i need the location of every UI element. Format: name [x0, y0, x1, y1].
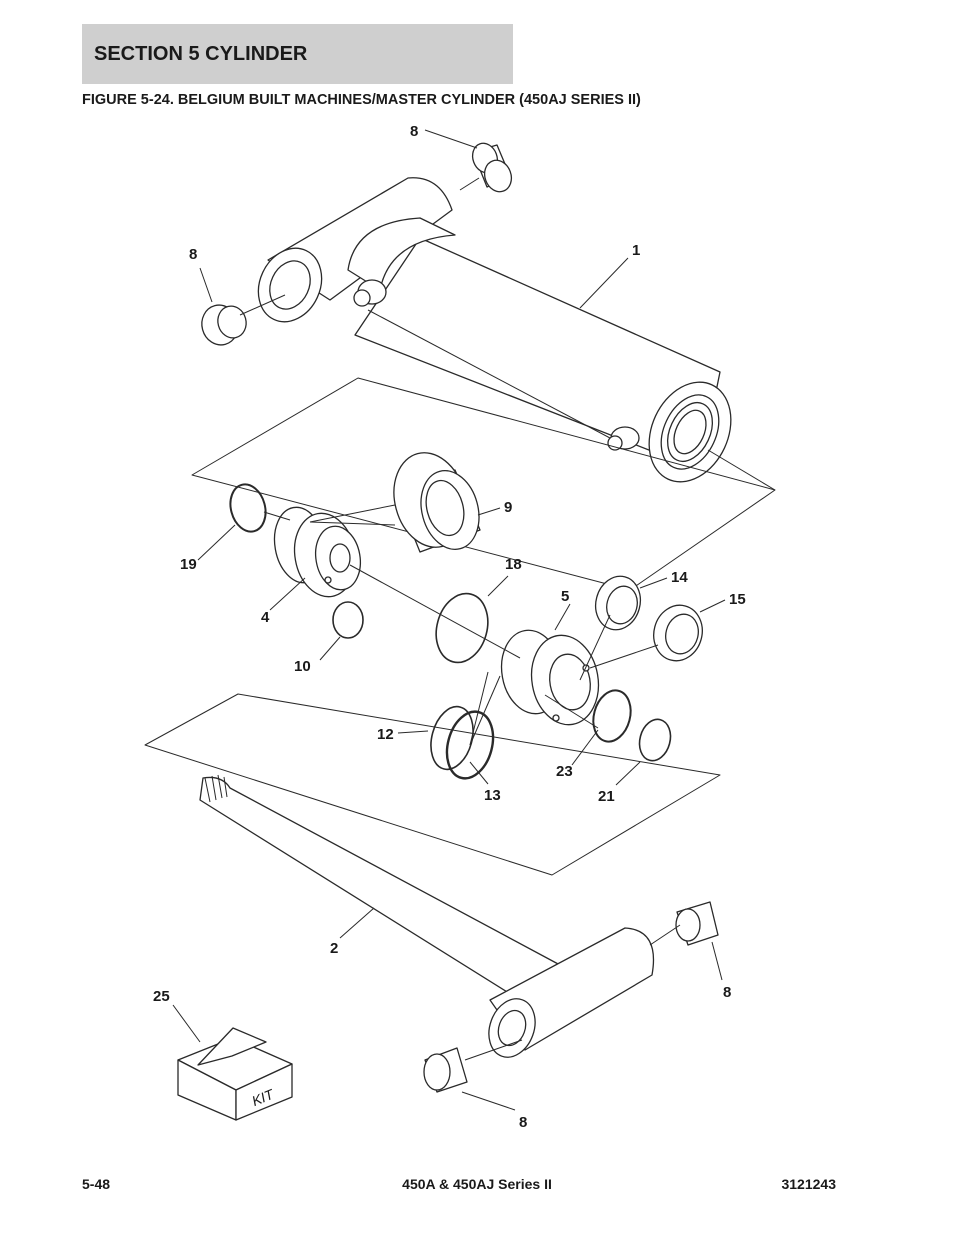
footer-model: 450A & 450AJ Series II — [402, 1176, 552, 1192]
reference-plane-lower — [144, 693, 721, 876]
retaining-ring-19 — [229, 483, 267, 533]
rod-seal-15 — [653, 604, 703, 662]
callout-8-bottom: 8 — [519, 1114, 527, 1131]
callout-4: 4 — [261, 609, 270, 626]
section-header: SECTION 5 CYLINDER — [82, 24, 513, 84]
o-ring-21 — [638, 718, 672, 762]
callout-8-left: 8 — [189, 246, 197, 263]
wiper-seal-14 — [594, 575, 642, 631]
piston — [393, 452, 481, 553]
seal-kit-box — [177, 1027, 293, 1121]
callout-10: 10 — [294, 658, 311, 675]
backup-ring-13 — [445, 710, 495, 780]
bushing-right — [675, 901, 719, 946]
callout-2: 2 — [330, 940, 338, 957]
leader-lines — [172, 129, 776, 1111]
callout-14: 14 — [671, 569, 688, 586]
figure-title: FIGURE 5-24. BELGIUM BUILT MACHINES/MAST… — [82, 92, 641, 108]
cylinder-head-5 — [500, 629, 600, 726]
callout-18: 18 — [505, 556, 522, 573]
callout-5: 5 — [561, 588, 569, 605]
callout-8-right: 8 — [723, 984, 731, 1001]
callout-25: 25 — [153, 988, 170, 1005]
callout-8-top: 8 — [410, 123, 418, 140]
callout-1: 1 — [632, 242, 640, 259]
callout-13: 13 — [484, 787, 501, 804]
footer-document-number: 3121243 — [781, 1176, 836, 1192]
callout-23: 23 — [556, 763, 573, 780]
cylinder-rod — [199, 774, 655, 1058]
callout-9: 9 — [504, 499, 512, 516]
bushing-left — [201, 304, 247, 346]
cylinder-barrel — [257, 177, 732, 483]
o-ring-18 — [435, 592, 489, 664]
bushing-top — [471, 142, 513, 193]
cylinder-head-4 — [273, 506, 362, 598]
footer-page-number: 5-48 — [82, 1176, 111, 1192]
section-title: SECTION 5 CYLINDER — [94, 42, 308, 65]
bushing-bottom — [423, 1047, 468, 1093]
o-ring-23 — [592, 689, 632, 743]
callout-19: 19 — [180, 556, 197, 573]
callout-12: 12 — [377, 726, 394, 743]
o-ring-10 — [332, 601, 364, 639]
callout-21: 21 — [598, 788, 615, 805]
callout-15: 15 — [729, 591, 746, 608]
